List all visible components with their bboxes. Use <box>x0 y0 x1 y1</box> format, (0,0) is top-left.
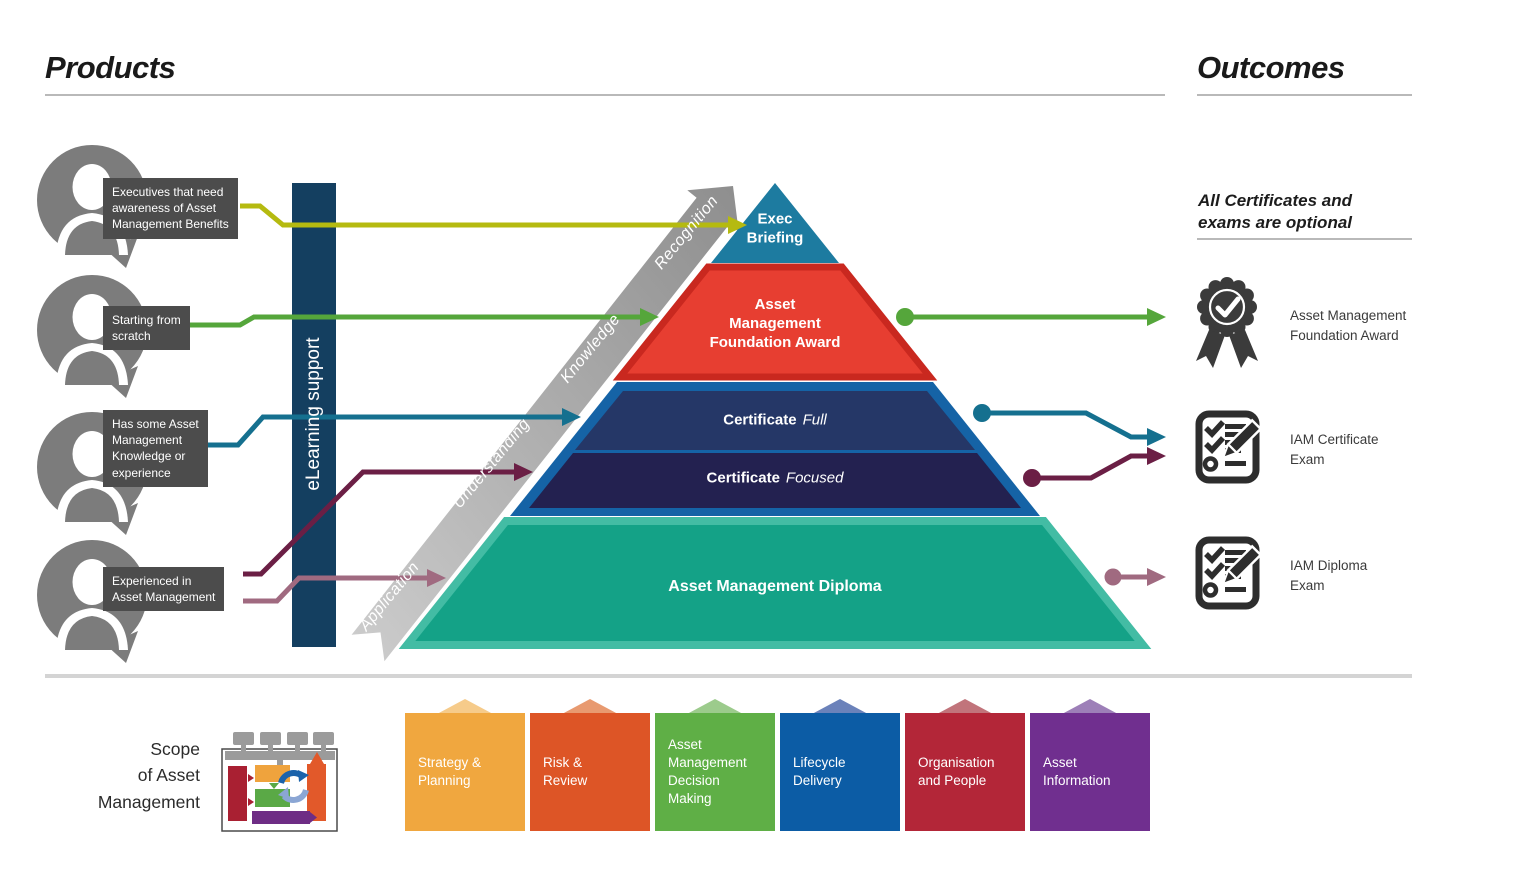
scope-block-asset-information: Asset Information <box>1030 713 1150 831</box>
persona-label-experienced: Experienced in Asset Management <box>103 567 225 612</box>
pyramid-level-foundation-award <box>612 263 938 381</box>
pyramid-level-certificate-focused <box>529 453 1021 508</box>
exam-checklist-icon-certificate <box>1195 410 1263 484</box>
products-rule <box>45 94 1165 96</box>
connector-foundation-left <box>186 308 659 328</box>
connector-foundation-right <box>896 308 1166 326</box>
scope-block-label: Asset Information <box>1043 754 1111 788</box>
connector-certificate-full-right <box>973 404 1166 446</box>
scope-block-organisation-people: Organisation and People <box>905 713 1025 831</box>
scope-block-label: Strategy & Planning <box>418 754 482 788</box>
certificate-focused-word: Focused <box>785 469 844 487</box>
connector-exec-briefing <box>240 203 747 234</box>
scope-block-label: Lifecycle Delivery <box>793 754 846 788</box>
rosette-medal-icon <box>1196 277 1258 368</box>
scope-block-lifecycle-delivery: Lifecycle Delivery <box>780 713 900 831</box>
section-divider <box>45 674 1412 678</box>
outcome-label-foundation-award: Asset Management Foundation Award <box>1290 308 1407 343</box>
persona-avatar-starter <box>37 275 147 398</box>
pyramid-label-foundation-award: Asset Management Foundation Award <box>709 295 841 351</box>
pyramid-level-exec-briefing <box>711 183 839 263</box>
progression-arrow-band <box>351 186 739 662</box>
products-title: Products <box>45 50 176 85</box>
asset-management-model-icon <box>221 732 338 832</box>
pyramid-level-certificate-full <box>575 391 975 450</box>
outcome-label-certificate-exam: IAM Certificate Exam <box>1290 432 1379 467</box>
certificate-word: Certificate <box>706 469 780 487</box>
connector-diploma-right <box>1104 568 1166 586</box>
scope-block-label: Asset Management Decision Making <box>668 736 747 807</box>
scope-title: Scope of Asset Management <box>97 739 200 812</box>
connector-diploma-left <box>243 569 446 604</box>
elearning-support-label: eLearning support <box>303 337 324 491</box>
pyramid-label-diploma: Asset Management Diploma <box>668 578 882 595</box>
scope-block-decision-making: Asset Management Decision Making <box>655 713 775 831</box>
pyramid-level-diploma <box>398 517 1152 649</box>
certificate-word: Certificate <box>723 411 797 429</box>
scope-block-label: Organisation and People <box>918 754 995 788</box>
pyramid-label-exec-briefing: Exec Briefing <box>746 210 804 246</box>
outcomes-note-rule <box>1197 238 1412 240</box>
outcomes-note: All Certificates and exams are optional <box>1198 191 1353 233</box>
scope-block-strategy-planning: Strategy & Planning <box>405 713 525 831</box>
connector-certificate-full-left <box>204 408 581 448</box>
pyramid-label-certificate-full: Certificate Full <box>723 412 827 431</box>
persona-label-starter: Starting from scratch <box>103 306 190 351</box>
persona-label-executive: Executives that need awareness of Asset … <box>103 178 238 239</box>
outcome-label-diploma-exam: IAM Diploma Exam <box>1290 558 1368 593</box>
exam-checklist-icon-diploma <box>1195 536 1263 610</box>
outcomes-title: Outcomes <box>1197 50 1345 85</box>
connector-certificate-focused-right <box>1023 447 1166 487</box>
scope-block-risk-review: Risk & Review <box>530 713 650 831</box>
connector-certificate-focused-left <box>243 463 533 577</box>
pyramid-label-certificate-focused: Certificate Focused <box>707 470 844 489</box>
certificate-full-word: Full <box>802 411 827 429</box>
outcomes-rule <box>1197 94 1412 96</box>
scope-block-label: Risk & Review <box>543 754 588 788</box>
persona-label-some-knowledge: Has some Asset Management Knowledge or e… <box>103 410 208 487</box>
